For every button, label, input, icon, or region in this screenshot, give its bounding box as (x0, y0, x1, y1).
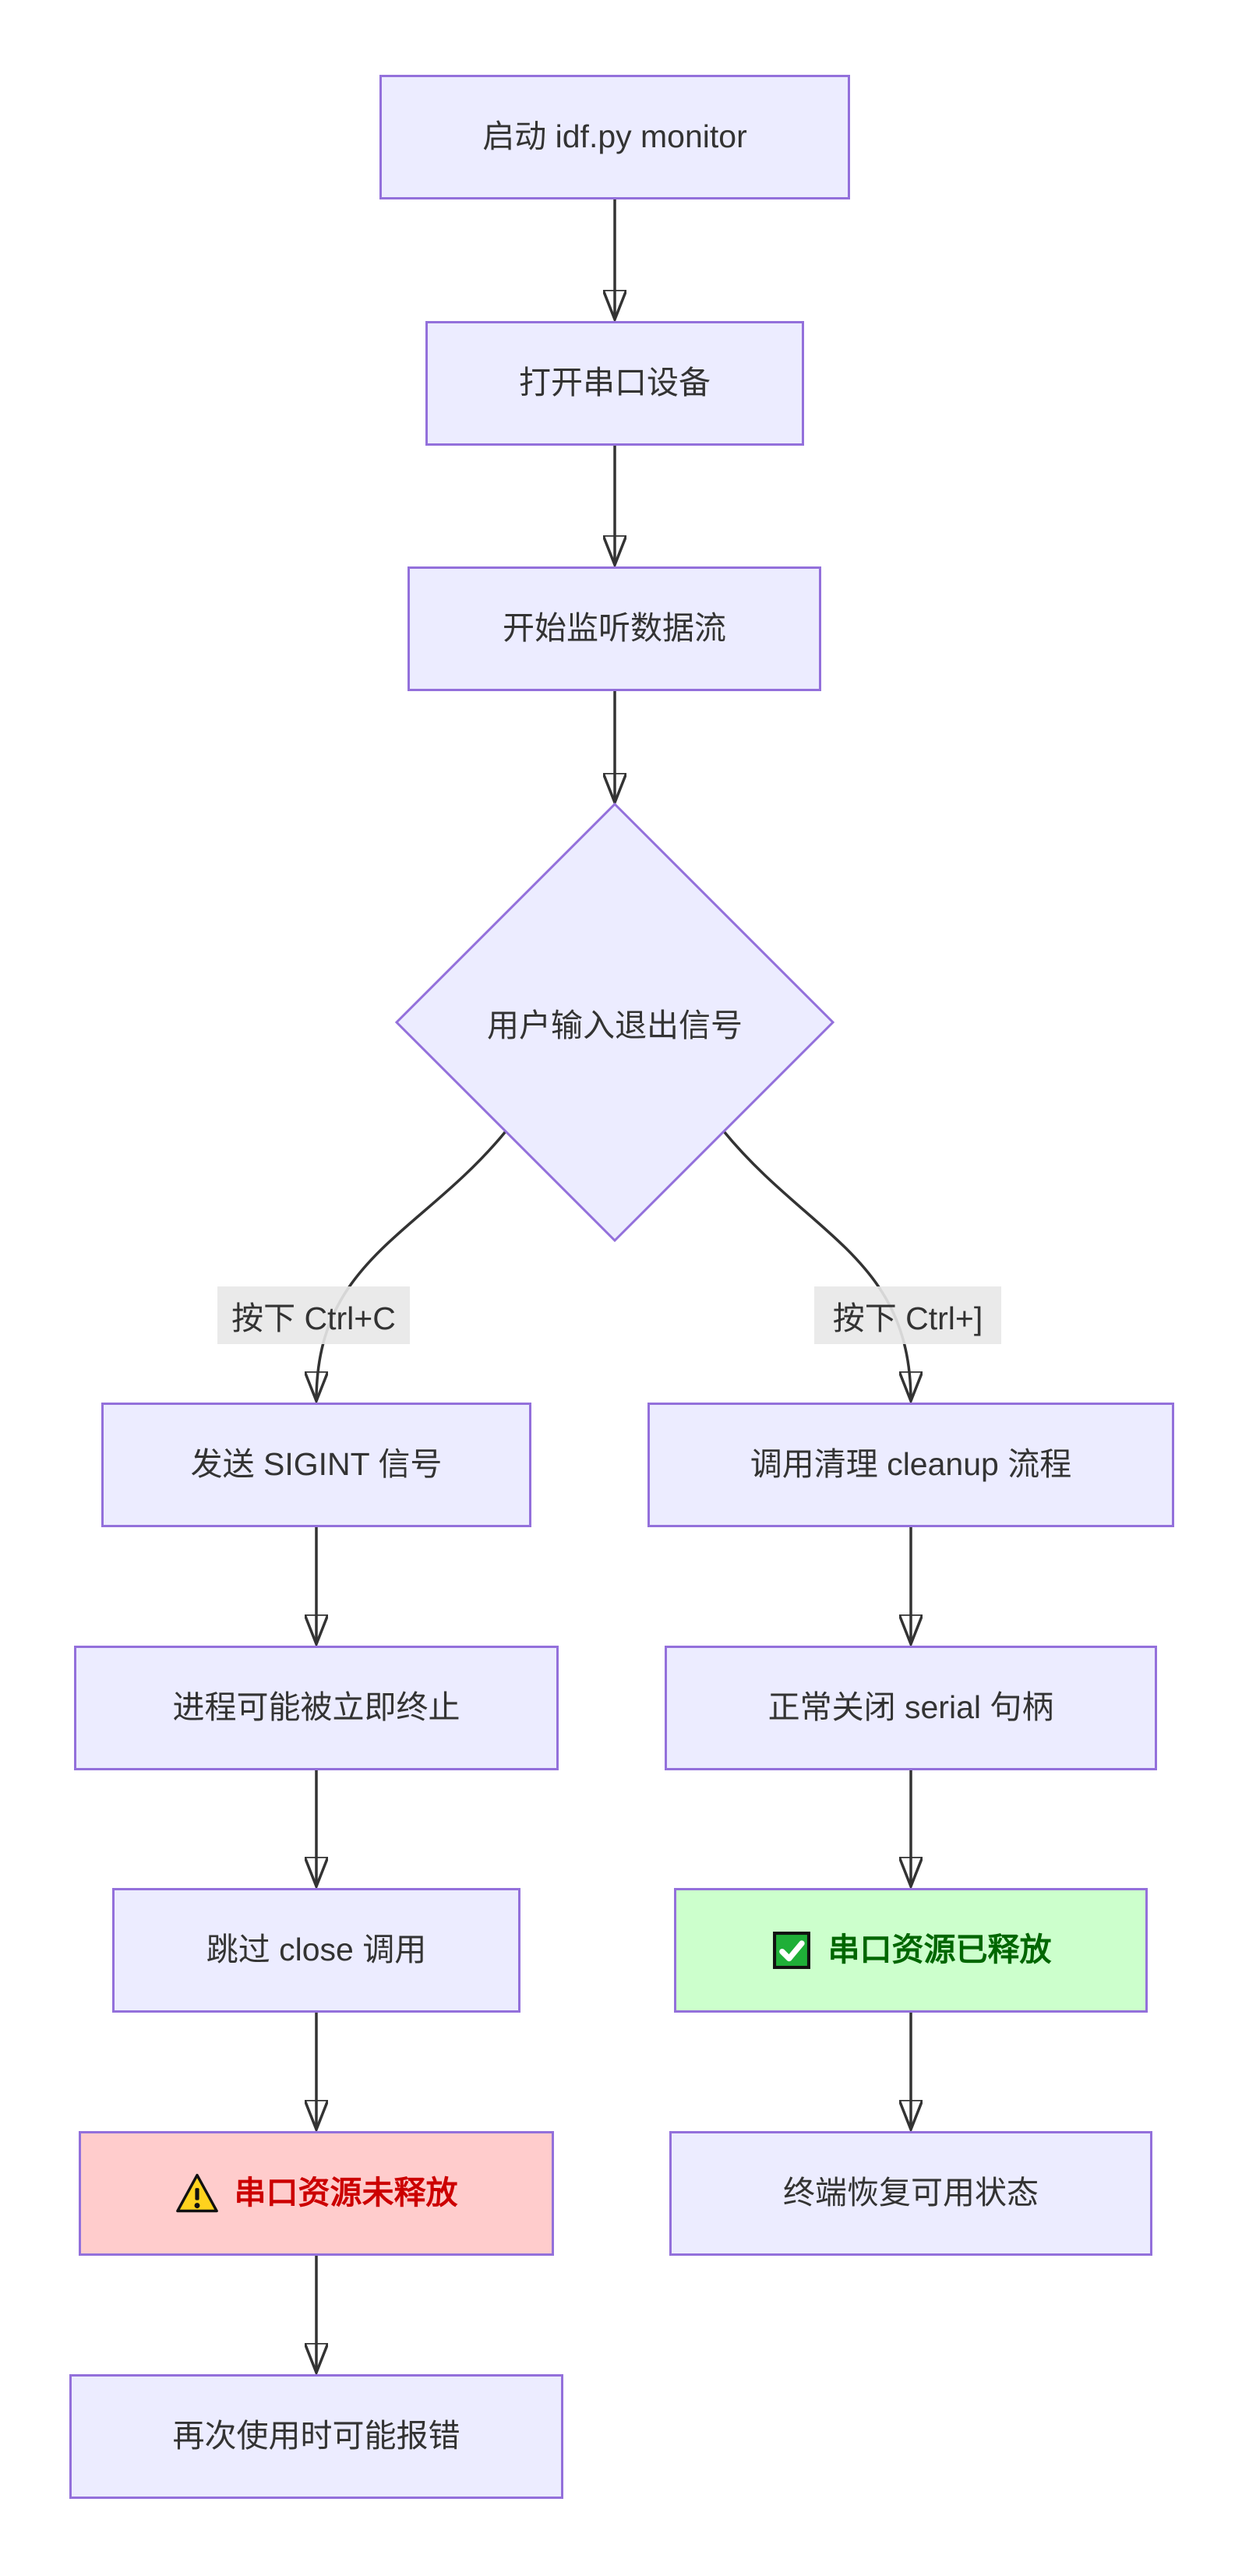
node-cleanup-label: 调用清理 cleanup 流程 (750, 1446, 1072, 1483)
node-start-label: 启动 idf.py monitor (482, 118, 747, 155)
edge-label-ctrl-c-text: 按下 Ctrl+C (231, 1300, 396, 1336)
check-icon (771, 1930, 813, 1971)
edge-label-ctrl-bracket-text: 按下 Ctrl+] (832, 1300, 983, 1336)
edge-decision-cleanup (722, 1130, 911, 1401)
node-cleanup: 调用清理 cleanup 流程 (647, 1403, 1174, 1527)
edge-decision-sigint (316, 1130, 507, 1401)
node-released-label: 串口资源已释放 (827, 1932, 1052, 1968)
decision-diamond-shape (394, 802, 835, 1243)
node-killed-label: 进程可能被立即终止 (172, 1689, 460, 1726)
node-decision-label: 用户输入退出信号 (487, 1007, 743, 1043)
node-close-ok-label: 正常关闭 serial 句柄 (767, 1689, 1054, 1726)
node-listen: 开始监听数据流 (408, 566, 821, 691)
node-released: 串口资源已释放 (674, 1888, 1148, 2013)
edge-label-ctrl-bracket: 按下 Ctrl+] (814, 1286, 1001, 1344)
node-terminal-ok-label: 终端恢复可用状态 (783, 2175, 1039, 2211)
node-skip-close: 跳过 close 调用 (112, 1888, 520, 2013)
warning-icon (175, 2173, 219, 2214)
node-error-next: 再次使用时可能报错 (69, 2374, 563, 2499)
node-start: 启动 idf.py monitor (379, 75, 850, 199)
node-terminal-ok: 终端恢复可用状态 (669, 2131, 1152, 2256)
node-close-ok: 正常关闭 serial 句柄 (665, 1646, 1157, 1770)
node-not-released-label: 串口资源未释放 (234, 2175, 458, 2211)
node-open-serial: 打开串口设备 (425, 321, 804, 446)
node-sigint: 发送 SIGINT 信号 (101, 1403, 531, 1527)
node-open-serial-label: 打开串口设备 (519, 365, 711, 401)
node-not-released: 串口资源未释放 (79, 2131, 554, 2256)
node-listen-label: 开始监听数据流 (503, 610, 726, 647)
node-sigint-label: 发送 SIGINT 信号 (190, 1446, 443, 1483)
node-decision: 用户输入退出信号 (397, 804, 833, 1240)
edge-label-ctrl-c: 按下 Ctrl+C (217, 1286, 410, 1344)
node-error-next-label: 再次使用时可能报错 (172, 2418, 460, 2454)
node-skip-close-label: 跳过 close 调用 (206, 1932, 427, 1968)
node-killed: 进程可能被立即终止 (74, 1646, 559, 1770)
